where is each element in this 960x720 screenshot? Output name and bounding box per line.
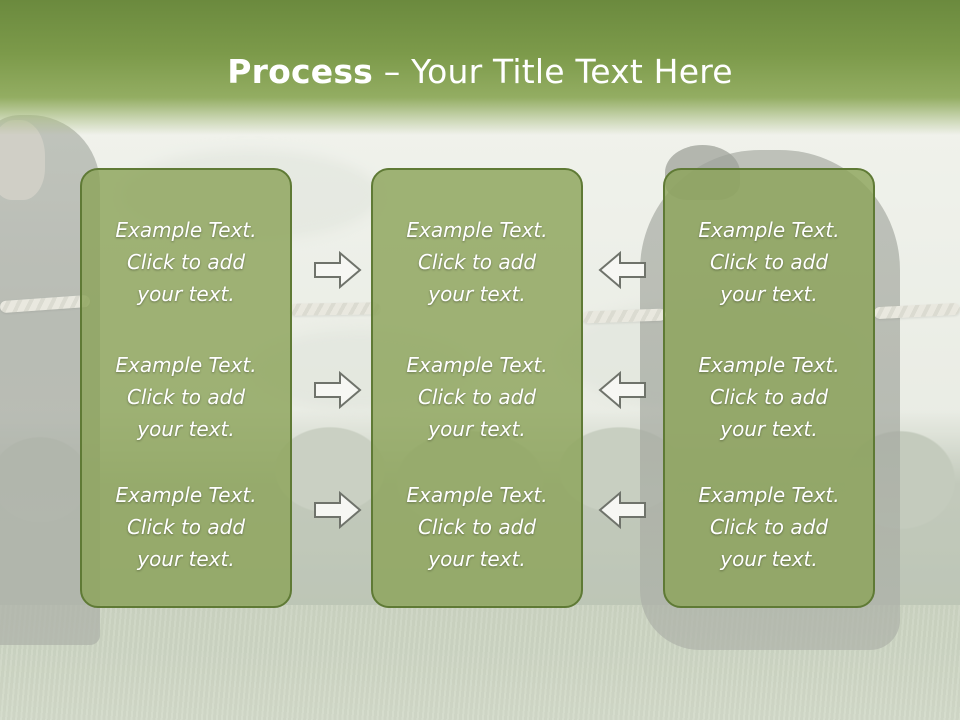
text-placeholder[interactable]: Example Text. Click to add your text. [373,349,581,445]
text-line: your text. [428,282,526,306]
arrow-left-icon[interactable] [597,490,647,530]
text-line: Example Text. [115,483,257,507]
text-line: Example Text. [406,353,548,377]
text-line: Example Text. [115,353,257,377]
text-line: Click to add [709,385,829,409]
text-line: Example Text. [115,218,257,242]
text-line: Example Text. [698,353,840,377]
text-line: Click to add [126,250,246,274]
text-line: your text. [137,547,235,571]
text-placeholder[interactable]: Example Text. Click to add your text. [82,479,290,575]
text-placeholder[interactable]: Example Text. Click to add your text. [82,214,290,310]
process-box-middle[interactable]: Example Text. Click to add your text. Ex… [371,168,583,608]
text-placeholder[interactable]: Example Text. Click to add your text. [665,479,873,575]
text-placeholder[interactable]: Example Text. Click to add your text. [665,349,873,445]
slide-title[interactable]: Process – Your Title Text Here [0,52,960,91]
text-line: Click to add [126,515,246,539]
text-line: Click to add [126,385,246,409]
text-line: your text. [137,417,235,441]
text-line: Example Text. [406,483,548,507]
text-line: Click to add [709,250,829,274]
text-line: Example Text. [698,218,840,242]
title-band [0,0,960,135]
text-placeholder[interactable]: Example Text. Click to add your text. [373,214,581,310]
text-line: your text. [428,417,526,441]
text-line: your text. [720,282,818,306]
text-placeholder[interactable]: Example Text. Click to add your text. [82,349,290,445]
text-line: your text. [137,282,235,306]
text-line: your text. [720,417,818,441]
arrow-left-icon[interactable] [597,250,647,290]
process-box-left[interactable]: Example Text. Click to add your text. Ex… [80,168,292,608]
arrow-right-icon[interactable] [313,490,363,530]
text-line: your text. [720,547,818,571]
text-line: Click to add [709,515,829,539]
title-bold: Process [227,52,374,91]
arrow-right-icon[interactable] [313,250,363,290]
text-line: Click to add [417,385,537,409]
arrow-right-icon[interactable] [313,370,363,410]
text-line: Click to add [417,515,537,539]
process-box-right[interactable]: Example Text. Click to add your text. Ex… [663,168,875,608]
text-placeholder[interactable]: Example Text. Click to add your text. [373,479,581,575]
text-line: your text. [428,547,526,571]
text-line: Click to add [417,250,537,274]
text-line: Example Text. [698,483,840,507]
title-rest: – Your Title Text Here [373,52,733,91]
arrow-left-icon[interactable] [597,370,647,410]
text-line: Example Text. [406,218,548,242]
text-placeholder[interactable]: Example Text. Click to add your text. [665,214,873,310]
